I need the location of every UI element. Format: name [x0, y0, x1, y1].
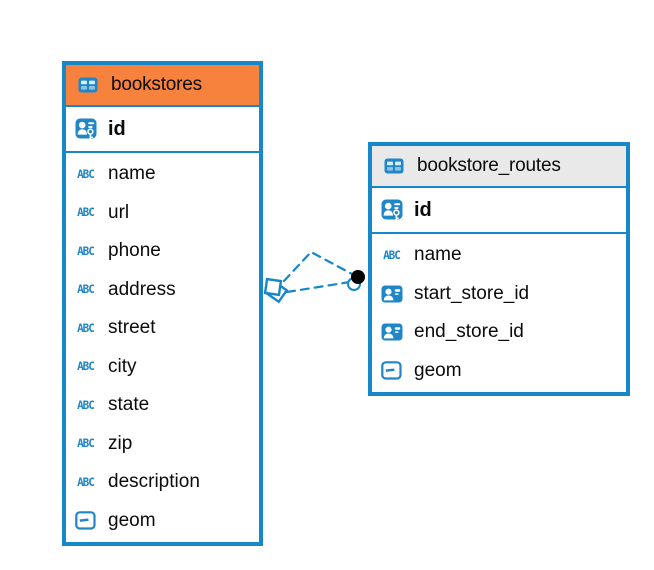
column-name: name	[108, 163, 156, 185]
relationship-line-upper[interactable]	[282, 250, 354, 283]
table-icon	[74, 77, 101, 93]
column-name: url	[108, 201, 130, 223]
reference-type-icon	[378, 323, 405, 341]
relationship-end-dot-marker[interactable]	[347, 270, 365, 291]
text-type-icon: ABC	[77, 436, 95, 451]
text-type-icon: ABC	[77, 244, 95, 259]
column-row[interactable]: ABC name	[66, 155, 259, 194]
column-name: geom	[108, 509, 156, 531]
column-name: name	[414, 244, 462, 266]
table-name: bookstores	[111, 74, 202, 95]
text-type-icon: ABC	[77, 359, 95, 374]
column-row[interactable]: ABC phone	[66, 232, 259, 271]
table-header[interactable]: bookstore_routes	[372, 146, 626, 188]
column-name: state	[108, 394, 150, 416]
text-type-icon: ABC	[77, 321, 95, 336]
column-row[interactable]: ABC zip	[66, 425, 259, 464]
column-row[interactable]: geom	[66, 502, 259, 541]
column-name: zip	[108, 432, 133, 454]
column-name: start_store_id	[414, 282, 530, 304]
column-name: description	[108, 471, 200, 493]
geometry-type-icon	[72, 511, 99, 530]
table-header[interactable]: bookstores	[66, 65, 259, 107]
column-row[interactable]: ABC address	[66, 271, 259, 310]
association-diamond-marker[interactable]	[263, 277, 289, 304]
text-type-icon: ABC	[77, 205, 95, 220]
column-name: geom	[414, 359, 462, 381]
text-type-icon: ABC	[77, 167, 95, 182]
columns-list: ABC name start_store_id	[372, 234, 626, 392]
column-name: street	[108, 317, 156, 339]
entity-table-bookstore-routes[interactable]: bookstore_routes id ABC name	[368, 142, 630, 396]
primary-key-icon	[378, 199, 405, 221]
reference-type-icon	[378, 285, 405, 303]
primary-key-icon	[72, 118, 99, 140]
column-row[interactable]: geom	[372, 352, 626, 391]
column-row[interactable]: end_store_id	[372, 313, 626, 352]
primary-key-name: id	[414, 198, 432, 221]
column-name: address	[108, 278, 176, 300]
column-row[interactable]: ABC name	[372, 236, 626, 275]
text-type-icon: ABC	[77, 282, 95, 297]
column-name: end_store_id	[414, 321, 524, 343]
column-row[interactable]: start_store_id	[372, 275, 626, 314]
primary-key-row[interactable]: id	[372, 188, 626, 234]
primary-key-row[interactable]: id	[66, 107, 259, 153]
geometry-type-icon	[378, 361, 405, 380]
text-type-icon: ABC	[77, 475, 95, 490]
column-name: phone	[108, 240, 161, 262]
column-row[interactable]: ABC street	[66, 309, 259, 348]
primary-key-name: id	[108, 117, 126, 140]
relationship-line-lower[interactable]	[285, 280, 352, 294]
column-row[interactable]: ABC url	[66, 194, 259, 233]
column-name: city	[108, 355, 137, 377]
column-row[interactable]: ABC description	[66, 463, 259, 502]
table-name: bookstore_routes	[417, 155, 561, 176]
columns-list: ABC name ABC url ABC phone ABC address A…	[66, 153, 259, 542]
column-row[interactable]: ABC city	[66, 348, 259, 387]
entity-table-bookstores[interactable]: bookstores id ABC name	[62, 61, 263, 546]
column-row[interactable]: ABC state	[66, 386, 259, 425]
text-type-icon: ABC	[77, 398, 95, 413]
table-icon	[380, 158, 407, 174]
text-type-icon: ABC	[383, 248, 401, 263]
